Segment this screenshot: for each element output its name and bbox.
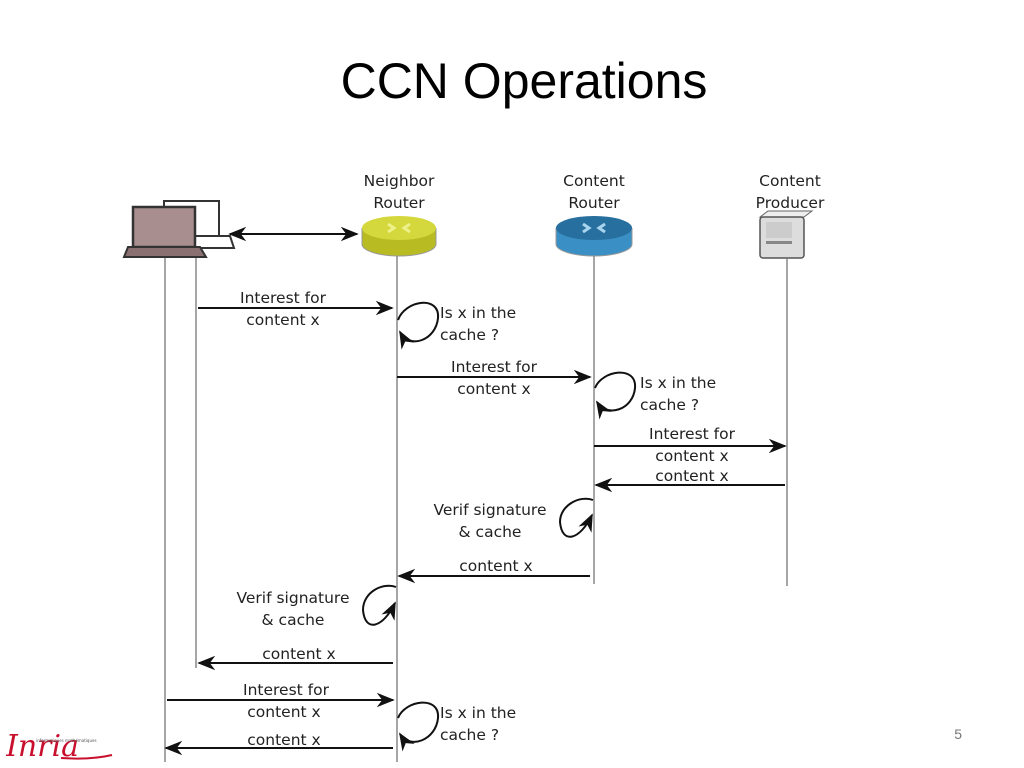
note-label: & cache	[262, 611, 325, 629]
server-icon	[758, 210, 814, 259]
self-loop	[558, 497, 594, 538]
note-label: cache ?	[640, 396, 699, 414]
message-label: Interest for	[243, 681, 330, 699]
message-label: content x	[457, 380, 530, 398]
neighbor-router-icon	[361, 216, 437, 257]
actor-label: Content	[759, 172, 821, 190]
note-label: Verif signature	[433, 501, 546, 519]
message-label: content x	[247, 731, 320, 749]
message-labels: Interest for content x Is x in the cache…	[236, 289, 735, 749]
message-label: content x	[459, 557, 532, 575]
inria-logo: Inria informatiques mathématiques	[5, 722, 116, 768]
message-label: Interest for	[451, 358, 538, 376]
self-loop	[397, 701, 440, 752]
slide-title: CCN Operations	[340, 53, 708, 109]
self-loop	[361, 584, 397, 626]
actor-label: Content	[563, 172, 625, 190]
note-label: Is x in the	[440, 704, 516, 722]
page-number: 5	[954, 726, 962, 742]
self-loop	[594, 371, 637, 420]
message-label: Interest for	[240, 289, 327, 307]
message-label: Interest for	[649, 425, 736, 443]
actor-label: Router	[373, 194, 425, 212]
content-router-icon	[555, 216, 633, 257]
message-label: content x	[262, 645, 335, 663]
laptop-icon	[122, 200, 236, 258]
actor-label: Producer	[756, 194, 825, 212]
note-label: Is x in the	[440, 304, 516, 322]
note-label: Verif signature	[236, 589, 349, 607]
message-label: content x	[246, 311, 319, 329]
logo-tagline: informatiques mathématiques	[36, 738, 97, 743]
note-label: & cache	[459, 523, 522, 541]
actor-label: Neighbor	[364, 172, 435, 190]
note-label: cache ?	[440, 326, 499, 344]
actor-label: Router	[568, 194, 620, 212]
note-label: Is x in the	[640, 374, 716, 392]
self-loop	[397, 301, 440, 350]
arrows	[164, 226, 787, 756]
message-label: content x	[247, 703, 320, 721]
message-label: content x	[655, 467, 728, 485]
note-label: cache ?	[440, 726, 499, 744]
message-label: content x	[655, 447, 728, 465]
actor-labels: Neighbor Router Content Router Content P…	[364, 172, 825, 212]
lifelines	[164, 256, 788, 762]
